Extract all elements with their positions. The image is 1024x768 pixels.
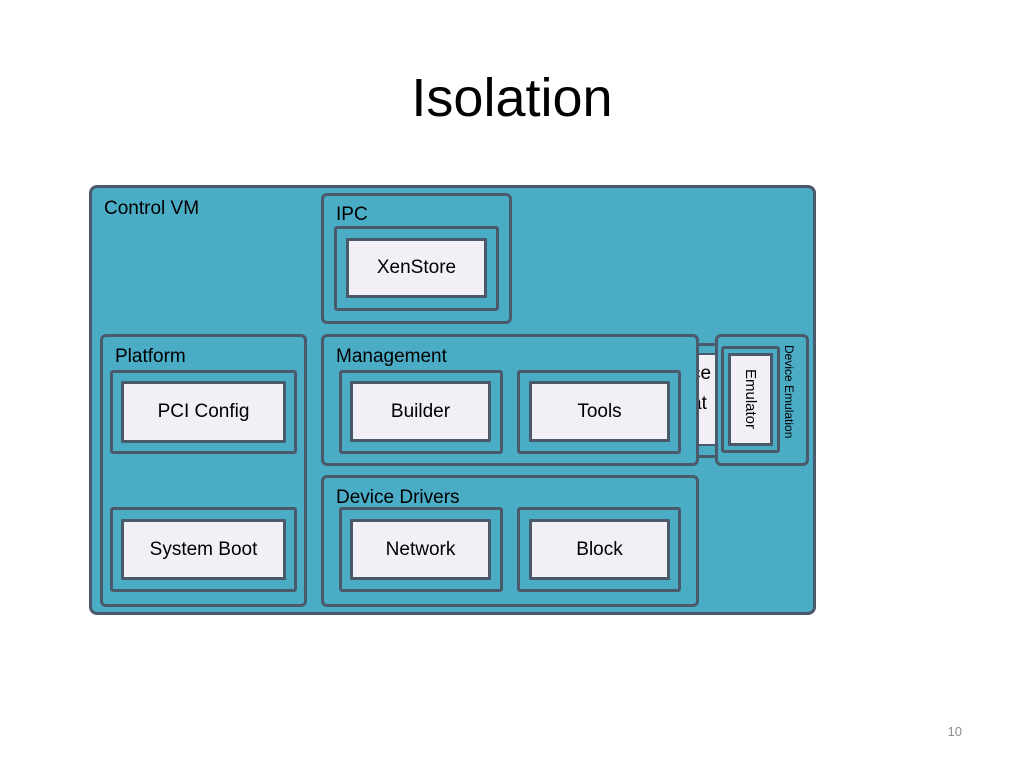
tools-box: Tools: [529, 381, 670, 442]
emulator-box: Emulator: [728, 353, 773, 446]
page-number: 10: [947, 724, 962, 739]
device-emulation-label: Device Emulation: [782, 345, 796, 439]
builder-box: Builder: [350, 381, 491, 442]
management-label: Management: [336, 346, 447, 367]
platform-label: Platform: [115, 346, 186, 367]
emulator-label: Emulator: [742, 369, 759, 430]
slide-title: Isolation: [411, 68, 613, 128]
block-box: Block: [529, 519, 670, 580]
control-vm-label: Control VM: [104, 198, 200, 219]
network-box: Network: [350, 519, 491, 580]
xenstore-box: XenStore: [346, 238, 487, 298]
pci-config-box: PCI Config: [121, 381, 286, 443]
device-drivers-label: Device Drivers: [336, 487, 460, 508]
ipc-label: IPC: [336, 204, 368, 225]
system-boot-box: System Boot: [121, 519, 286, 580]
